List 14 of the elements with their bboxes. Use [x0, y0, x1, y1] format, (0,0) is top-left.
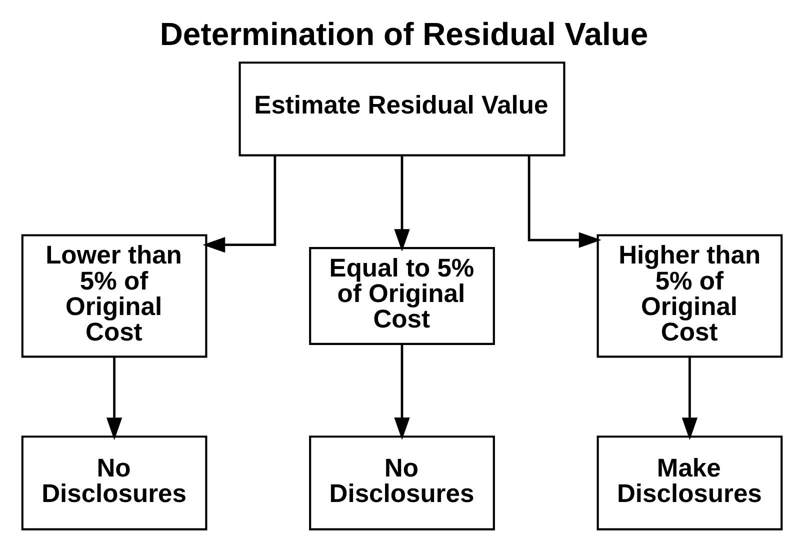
node-box: Higher than 5% of Original Cost [596, 234, 783, 358]
arrow [682, 357, 698, 440]
arrow [394, 156, 410, 252]
node-box: No Disclosures [309, 436, 495, 530]
diagram-title: Determination of Residual Value [160, 16, 648, 52]
node-box: Lower than 5% of Original Cost [21, 234, 208, 358]
node-box: Estimate Residual Value [238, 62, 566, 156]
arrow [106, 357, 122, 440]
arrow [528, 156, 602, 248]
node-box: Make Disclosures [596, 436, 783, 530]
arrow [202, 156, 276, 253]
arrow [394, 344, 410, 440]
node-box: No Disclosures [21, 436, 208, 530]
node-box: Equal to 5% of Original Cost [309, 246, 495, 345]
